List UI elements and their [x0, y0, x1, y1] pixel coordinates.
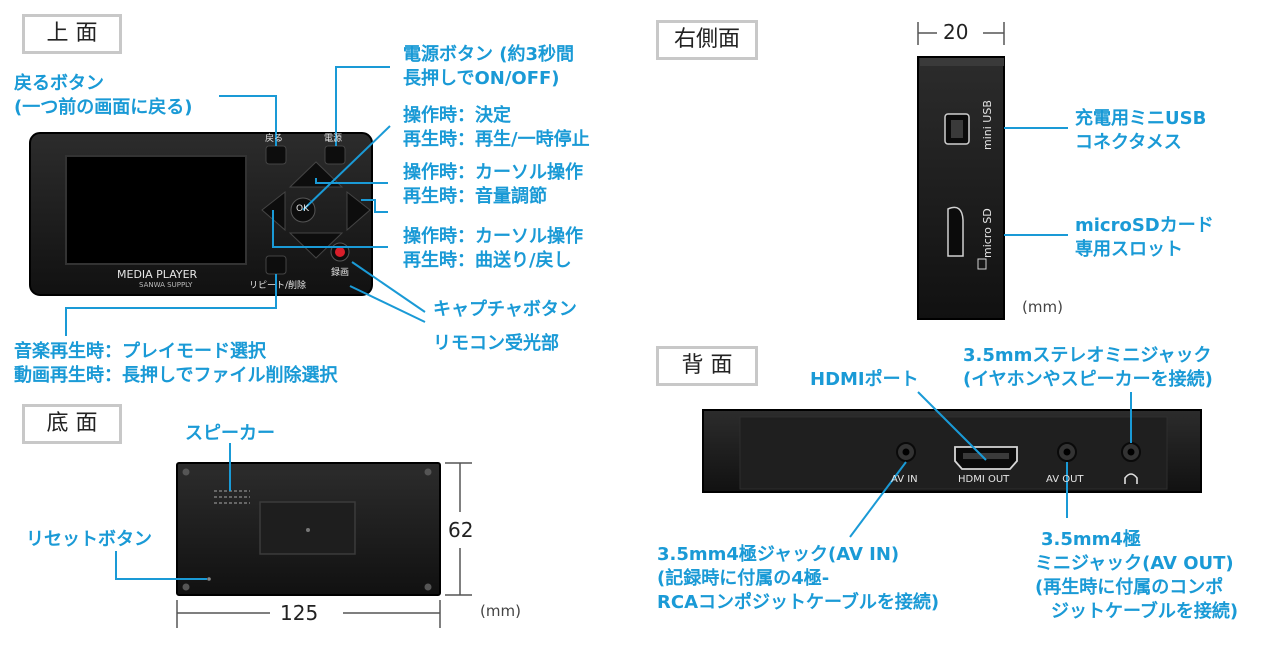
right-unit-label: (mm) [1022, 298, 1063, 316]
callout-back-line1: 戻るボタン [14, 73, 104, 94]
callout-avout-line3: (再生時に付属のコンポ [1035, 577, 1224, 598]
bottom-leader-lines [115, 443, 231, 580]
back-button-label: 戻る [265, 134, 284, 144]
right-dimension-lines [917, 22, 1005, 45]
callout-leftright: 操作時：カーソル操作 再生時：曲送り/戻し [403, 225, 583, 273]
reset-hole [207, 577, 211, 581]
callout-repeat-button: 音楽再生時：プレイモード選択 動画再生時：長押しでファイル削除選択 [14, 340, 337, 388]
callout-ok-line1: 操作時：決定 [403, 105, 511, 126]
callout-updown-line2: 再生時：音量調節 [403, 186, 547, 207]
callout-stereo-jack: 3.5mmステレオミニジャック (イヤホンやスピーカーを接続) [963, 344, 1213, 392]
callout-avin-line3: RCAコンポジットケーブルを接続) [657, 592, 940, 613]
back-leader-lines [849, 391, 1132, 538]
callout-power-line2: 長押しでON/OFF) [403, 68, 560, 89]
callout-avin-line1: 3.5mm4極ジャック(AV IN) [657, 544, 900, 565]
right-view-device [917, 56, 1005, 320]
callout-reset-button: リセットボタン [26, 529, 152, 550]
record-button-label: 録画 [331, 268, 350, 278]
bottom-height-dimension: 62 [448, 518, 474, 542]
callout-avout-line4: ジットケーブルを接続) [1051, 601, 1239, 622]
callout-av-out: 3.5mm4極 ミニジャック(AV OUT) (再生時に付属のコンポ ジットケー… [1035, 528, 1238, 624]
callout-updown: 操作時：カーソル操作 再生時：音量調節 [403, 161, 583, 209]
callout-avout-line1: 3.5mm4極 [1041, 529, 1141, 550]
callout-power-button: 電源ボタン (約3秒間 長押しでON/OFF) [403, 43, 574, 91]
callout-stereo-line2: (イヤホンやスピーカーを接続) [963, 369, 1213, 390]
callout-stereo-line1: 3.5mmステレオミニジャック [963, 345, 1212, 366]
microsd-label: micro SD [981, 208, 994, 258]
right-width-dimension: 20 [943, 20, 969, 44]
speaker-grille [214, 490, 250, 504]
callout-sd-line1: microSDカード [1075, 215, 1214, 236]
callout-leftright-line2: 再生時：曲送り/戻し [403, 250, 572, 271]
callout-capture: キャプチャボタン [433, 299, 577, 320]
repeat-button-label: リピート/削除 [249, 281, 307, 291]
device-maker-label: SANWA SUPPLY [139, 281, 193, 289]
power-button-label: 電源 [324, 134, 343, 144]
back-view-device [702, 409, 1202, 493]
callout-av-in: 3.5mm4極ジャック(AV IN) (記録時に付属の4極- RCAコンポジット… [657, 543, 939, 615]
dpad-right [346, 190, 371, 232]
callout-leftright-line1: 操作時：カーソル操作 [403, 226, 583, 247]
callout-updown-line1: 操作時：カーソル操作 [403, 162, 583, 183]
callout-repeat-line1: 音楽再生時：プレイモード選択 [14, 341, 266, 362]
bottom-width-dimension: 125 [280, 601, 319, 625]
callout-usb-line1: 充電用ミニUSB [1075, 108, 1207, 129]
microsd-slot [947, 206, 964, 257]
ok-button-label: OK [296, 204, 309, 214]
top-leader-lines [65, 66, 426, 336]
dpad-up [288, 161, 344, 188]
mini-usb-label: mini USB [981, 100, 994, 150]
av-out-label: AV OUT [1046, 474, 1084, 485]
back-button [265, 145, 287, 165]
bottom-unit-label: (mm) [480, 602, 521, 620]
callout-microsd: microSDカード 専用スロット [1075, 214, 1214, 262]
hdmi-out-label: HDMI OUT [958, 474, 1010, 485]
callout-hdmi: HDMIポート [810, 369, 919, 390]
callout-back-line2: (一つ前の画面に戻る) [14, 97, 193, 118]
callout-avout-line2: ミニジャック(AV OUT) [1035, 553, 1234, 574]
section-label-top: 上 面 [22, 14, 122, 54]
repeat-button [265, 255, 287, 275]
callout-ok-line2: 再生時：再生/一時停止 [403, 129, 590, 150]
record-button [335, 247, 345, 257]
device-brand-label: MEDIA PLAYER [117, 268, 198, 281]
callout-power-line1: 電源ボタン (約3秒間 [403, 44, 575, 65]
power-button [324, 145, 346, 165]
callout-remote: リモコン受光部 [433, 333, 559, 354]
lcd-screen [65, 155, 247, 265]
bottom-view-device [176, 462, 441, 596]
section-label-right: 右側面 [656, 20, 758, 60]
callout-mini-usb: 充電用ミニUSB コネクタメス [1075, 107, 1206, 155]
callout-speaker: スピーカー [185, 423, 275, 444]
dpad-down [288, 232, 344, 259]
av-in-label: AV IN [891, 474, 918, 485]
section-label-back: 背 面 [656, 346, 758, 386]
section-label-bottom: 底 面 [22, 404, 122, 444]
headphone-icon [1124, 473, 1138, 484]
top-view-device [29, 132, 373, 296]
bottom-dimension-lines [176, 462, 472, 628]
callout-ok-button: 操作時：決定 再生時：再生/一時停止 [403, 104, 590, 152]
callout-sd-line2: 専用スロット [1075, 239, 1183, 260]
right-leader-lines [1004, 127, 1068, 236]
callout-avin-line2: (記録時に付属の4極- [657, 568, 830, 589]
callout-repeat-line2: 動画再生時：長押しでファイル削除選択 [14, 365, 338, 386]
callout-usb-line2: コネクタメス [1075, 132, 1182, 153]
callout-back-button: 戻るボタン (一つ前の画面に戻る) [14, 72, 192, 120]
